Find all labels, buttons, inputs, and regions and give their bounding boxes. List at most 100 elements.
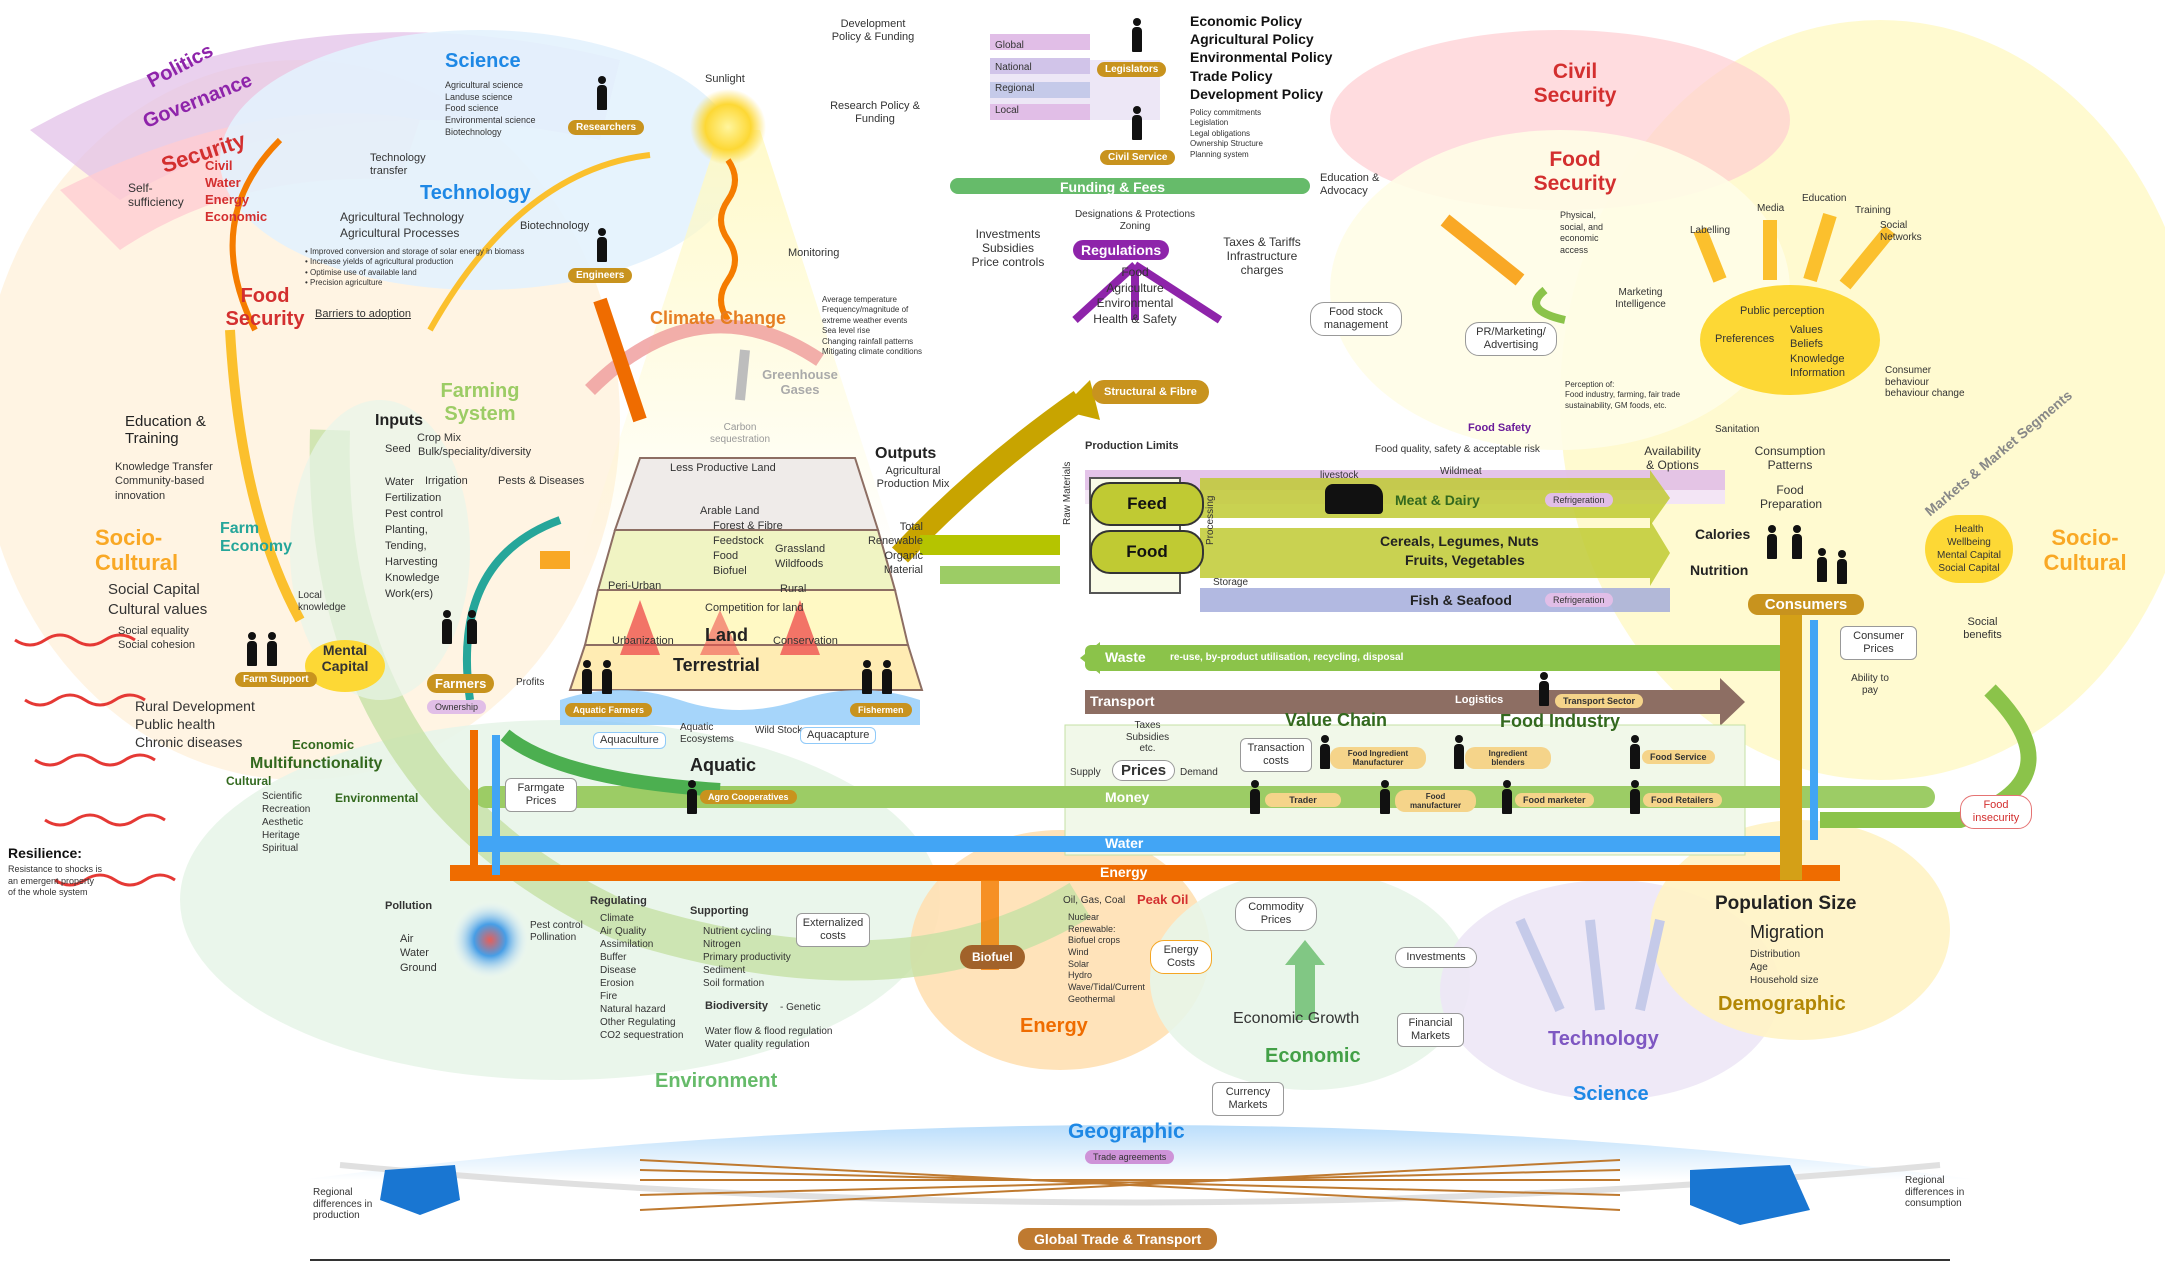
economic-label: Economic	[1265, 1045, 1361, 1067]
gov-level: National	[995, 61, 1032, 73]
perception-item: Values	[1790, 324, 1823, 336]
cultural-item: Scientific	[262, 791, 303, 802]
input-item: Water	[385, 476, 414, 488]
supply-label: Supply	[1070, 767, 1101, 778]
input-item: Fertilization	[385, 491, 442, 504]
regulating-item: CO2 sequestration	[600, 1030, 684, 1041]
ability-to-pay-label: Ability to pay	[1851, 673, 1889, 696]
land-layer: Feedstock	[713, 535, 764, 547]
output-list: Total Renewable Organic Material	[858, 520, 923, 577]
social-benefits-label: Social benefits	[1963, 616, 2002, 641]
resilience-line: Resistance to shocks is	[8, 864, 103, 874]
security-item: Energy	[205, 191, 250, 207]
actor-icon	[1248, 780, 1262, 814]
policy-item: Environmental Policy	[1190, 49, 1333, 66]
commodity-prices-box: Commodity Prices	[1235, 897, 1317, 932]
supporting-item: Nitrogen	[703, 939, 741, 950]
pollution-list: Air Water Ground	[400, 932, 437, 975]
science-list: Agricultural science Landuse science Foo…	[445, 80, 536, 138]
security-item: Water	[205, 174, 241, 190]
gov-level: Global	[995, 40, 1024, 51]
tech-list: Agricultural Technology Agricultural Pro…	[340, 210, 464, 241]
researchers-pill: Researchers	[568, 120, 645, 135]
media-label: Media	[1757, 203, 1785, 214]
resilience-line: an emergent property	[8, 875, 95, 886]
fs-detail: access	[1560, 245, 1589, 256]
structural-fibre-pill: Structural & Fibre	[1092, 380, 1209, 404]
social-list: Social Capital Cultural values	[108, 580, 207, 619]
perception-item: Beliefs	[1790, 338, 1824, 351]
policy-detail: Ownership Structure	[1190, 139, 1263, 149]
input-item: Work(ers)	[385, 587, 434, 600]
education-item: Community-based	[115, 475, 205, 488]
inputs-list: Water Fertilization Pest control Plantin…	[385, 475, 443, 603]
land-layer: Competition for land	[705, 602, 804, 614]
engineer-icon	[595, 228, 609, 262]
supporting-item: Soil formation	[703, 978, 765, 989]
regulating-item: Natural hazard	[600, 1004, 666, 1015]
training-label: Training	[1855, 205, 1891, 216]
food-node: Food	[1090, 530, 1204, 574]
aquatic-farmer-icon	[580, 660, 594, 694]
fisherman-icon	[880, 660, 894, 694]
actor-pill: Food marketer	[1515, 793, 1594, 807]
sunlight-label: Sunlight	[705, 73, 745, 85]
science-top-label: Science	[445, 50, 521, 72]
profits-label: Profits	[516, 677, 545, 688]
agro-cooperatives-pill: Agro Cooperatives	[700, 790, 797, 804]
geographic-label: Geographic	[1068, 1120, 1185, 1143]
raw-materials-label: Raw Materials	[1062, 461, 1073, 525]
land-layer: Forest & Fibre	[713, 520, 783, 532]
education-item: innovation	[115, 489, 166, 502]
education-item: Knowledge Transfer	[115, 461, 213, 473]
wild-stock-label: Wild Stock	[755, 725, 803, 736]
taxes-subsidies-label: Taxes Subsidies etc.	[1125, 720, 1170, 754]
gov-levels: Global National Regional Local	[995, 35, 1034, 121]
transport-worker-icon	[1537, 672, 1551, 706]
policy-item: Development Policy	[1190, 85, 1324, 102]
feed-node: Feed	[1090, 482, 1204, 526]
land-layer: Urbanization	[612, 635, 674, 647]
health-item: Wellbeing	[1947, 537, 1991, 548]
climate-detail: Changing rainfall patterns	[822, 336, 914, 346]
population-size-label: Population Size	[1715, 893, 1857, 914]
regional-consumption-label: Regional differences in consumption	[1905, 1175, 1965, 1209]
seed-label: Seed	[385, 443, 411, 455]
output-item: Renewable	[867, 535, 923, 548]
science-bottom-label: Science	[1573, 1083, 1649, 1105]
global-trade-pill: Global Trade & Transport	[1018, 1228, 1218, 1250]
crop-mix-label: Crop Mix	[417, 432, 462, 444]
water-flow-item: Water flow & flood regulation	[705, 1026, 833, 1037]
barriers-label: Barriers to adoption	[315, 308, 411, 320]
fisherman-icon	[860, 660, 874, 694]
cooperative-member-icon	[685, 780, 699, 814]
social-small-item: Social equality	[118, 625, 189, 637]
peak-oil-label: Peak Oil	[1137, 892, 1189, 907]
fruits-label: Fruits, Vegetables	[1405, 552, 1525, 568]
science-item: Environmental science	[445, 115, 536, 126]
education-advocacy-label: Education & Advocacy	[1320, 172, 1380, 197]
trade-agreements-pill: Trade agreements	[1085, 1150, 1175, 1164]
irrigation-label: Irrigation	[425, 475, 468, 487]
environment-label: Environment	[655, 1070, 778, 1092]
energy-item: Renewable:	[1068, 923, 1116, 934]
cultural-label: Cultural	[226, 774, 272, 788]
pr-box: PR/Marketing/ Advertising	[1465, 322, 1557, 357]
aquacapture-box: Aquacapture	[800, 727, 877, 745]
tech-item: Agricultural Technology	[340, 210, 464, 224]
education-list: Knowledge Transfer Community-based innov…	[115, 460, 213, 503]
actor-pill: Food Service	[1642, 750, 1715, 764]
social-item: Social Capital	[108, 581, 200, 598]
tech-bullet: • Precision agriculture	[305, 278, 383, 288]
marketing-label: Marketing Intelligence	[1615, 287, 1666, 310]
land-layer: Conservation	[773, 635, 838, 647]
rural-item: Rural Development	[135, 698, 255, 714]
perception-of-item: Food industry, farming, fair trade	[1565, 390, 1681, 400]
money-label: Money	[1105, 789, 1150, 805]
security-list: Civil Water Energy Economic	[205, 158, 267, 226]
calories-label: Calories	[1695, 526, 1751, 542]
public-perception-label: Public perception	[1740, 305, 1825, 317]
demographic-item: Household size	[1750, 975, 1819, 986]
nutrition-label: Nutrition	[1690, 562, 1749, 578]
energy-costs-box: Energy Costs	[1150, 940, 1212, 975]
